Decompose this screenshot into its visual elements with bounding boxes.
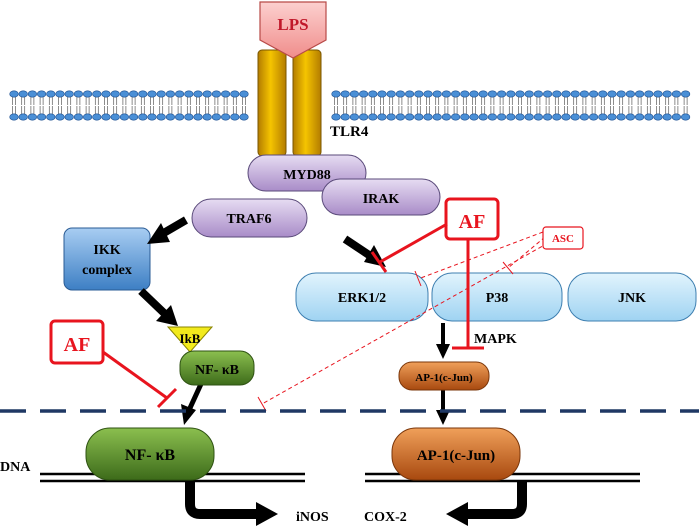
cox2-expression-arrow (446, 481, 527, 526)
traf6-label: TRAF6 (226, 212, 271, 227)
af-inhibition-to-nfkb (102, 350, 178, 409)
ikk-label-line1: IKK (93, 243, 120, 258)
af-inhibition-to-erk (370, 222, 448, 273)
erk-label: ERK1/2 (338, 291, 386, 306)
asc-inhibition-lines (261, 231, 549, 405)
inos-label: iNOS (296, 510, 329, 525)
p38-label: P38 (486, 291, 509, 306)
nfkb-nucleus-label: NF- κB (125, 447, 176, 464)
af-inhibitor-label-left: AF (64, 334, 91, 356)
cell-membrane (9, 90, 691, 121)
nfkb-nucleus-box (85, 427, 215, 481)
ap1-cytoplasm-label: AP-1(c-Jun) (415, 372, 473, 384)
tlr4-label: TLR4 (330, 124, 369, 140)
lps-ligand (259, 1, 327, 59)
ikb-label: IkB (180, 331, 201, 346)
lps-label: LPS (277, 15, 308, 34)
ikk-complex-box (63, 227, 151, 291)
myd88-label: MYD88 (283, 168, 330, 183)
dna-label: DNA (0, 460, 31, 475)
af-inhibitor-box-left (49, 319, 105, 365)
activation-arrows (138, 216, 450, 425)
ap1-nucleus-box (391, 427, 521, 481)
arrow-ikk-to-nfkb (138, 288, 178, 326)
erk-box (295, 272, 429, 322)
af-inhibition-to-ap1 (452, 239, 484, 350)
cox2-label: COX-2 (364, 510, 407, 525)
arrow-p38-to-ap1 (436, 323, 450, 359)
tlr4-receptor (257, 49, 322, 157)
irak-box (321, 178, 441, 216)
ap1-cytoplasm-box (398, 361, 490, 391)
asc-inhibition-bars (257, 261, 514, 412)
inos-expression-arrow (185, 481, 278, 526)
irak-label: IRAK (363, 192, 400, 207)
mapk-label: MAPK (474, 332, 517, 347)
traf6-box (191, 198, 308, 238)
af-inhibitor-label-top: AF (459, 211, 486, 233)
nfkb-cytoplasm-box (179, 350, 255, 386)
ikb-triangle (166, 326, 214, 353)
arrow-nfkb-to-nucleus (181, 382, 204, 425)
ikk-label-line2: complex (82, 263, 132, 278)
arrow-traf6-to-ikk (147, 216, 189, 244)
ap1-nucleus-label: AP-1(c-Jun) (417, 448, 495, 464)
asc-label: ASC (552, 233, 574, 245)
asc-box (542, 226, 584, 250)
nfkb-cytoplasm-label: NF- κB (195, 363, 239, 378)
arrow-ap1-to-nucleus (436, 389, 450, 425)
jnk-label: JNK (618, 291, 646, 306)
jnk-box (567, 272, 697, 322)
af-inhibitor-box-top (444, 197, 500, 241)
p38-box (431, 272, 563, 322)
